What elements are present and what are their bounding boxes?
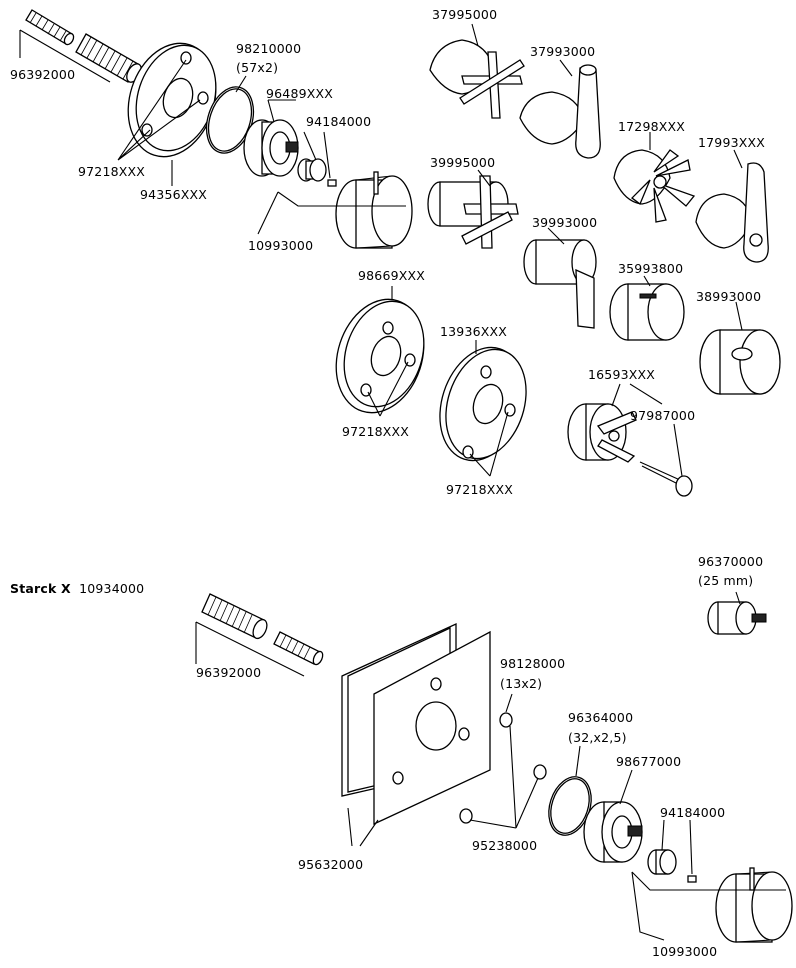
extension-96370000 (707, 591, 767, 635)
label-17298: 17298XXX (618, 119, 685, 134)
label-97218-c: 97218XXX (446, 482, 513, 497)
label-39995000: 39995000 (430, 155, 495, 170)
label-97218-a: 97218XXX (78, 164, 145, 179)
knob-10993000-upper (257, 171, 413, 249)
label-39993000: 39993000 (532, 215, 597, 230)
label-screw-size: (13x2) (500, 676, 542, 691)
label-10993000-upper: 10993000 (248, 238, 313, 253)
label-94184000-lower: 94184000 (660, 805, 725, 820)
label-extension-size: (25 mm) (698, 573, 753, 588)
plugs-95238000 (459, 693, 547, 829)
label-98210000: 98210000 (236, 41, 301, 56)
handle-39995000 (427, 169, 519, 249)
label-37993000: 37993000 (530, 44, 595, 59)
label-95632000: 95632000 (298, 857, 363, 872)
starck-x-name: Starck X (10, 581, 71, 596)
starck-x-number: 10934000 (79, 581, 144, 596)
label-96364000: 96364000 (568, 710, 633, 725)
cartridge-96489 (243, 99, 299, 177)
label-98669: 98669XXX (358, 268, 425, 283)
handle-39993000 (523, 227, 597, 329)
label-10993000-lower: 10993000 (652, 944, 717, 959)
label-96489: 96489XXX (266, 86, 333, 101)
label-oring-size-upper: (57x2) (236, 60, 278, 75)
label-35993800: 35993800 (618, 261, 683, 276)
label-97218-b: 97218XXX (342, 424, 409, 439)
knob-38993000 (699, 301, 781, 395)
label-98128000: 98128000 (500, 656, 565, 671)
plate-95632000 (341, 622, 491, 847)
rosette-94356 (117, 42, 217, 186)
label-37995000: 37995000 (432, 7, 497, 22)
label-oring-size-lower: (32,x2,5) (568, 730, 627, 745)
handle-37995000 (429, 23, 525, 119)
label-94184000-upper: 94184000 (306, 114, 371, 129)
starck-x-title: Starck X 10934000 (10, 581, 144, 596)
handle-37993000 (519, 59, 601, 159)
label-97987000: 97987000 (630, 408, 695, 423)
label-96370000: 96370000 (698, 554, 763, 569)
handle-17298 (613, 132, 696, 223)
lower-assembly: Starck X 10934000 96370000 (25 mm) 96392 (10, 554, 793, 959)
label-96392000-upper: 96392000 (10, 67, 75, 82)
rosette-98669 (335, 286, 425, 417)
knob-10993000-lower (631, 867, 793, 943)
label-13936: 13936XXX (440, 324, 507, 339)
screw-94184000-upper (297, 131, 337, 187)
label-16593: 16593XXX (588, 367, 655, 382)
label-94356: 94356XXX (140, 187, 207, 202)
adapter-16593 (567, 383, 693, 497)
label-95238000: 95238000 (472, 838, 537, 853)
screw-94184000-lower (647, 819, 697, 883)
handle-17993 (695, 149, 769, 263)
threaded-sleeve-96392000-lower (195, 593, 324, 677)
cartridge-98677000 (583, 769, 643, 863)
label-96392000-lower: 96392000 (196, 665, 261, 680)
rosette-13936 (439, 340, 527, 477)
label-98677000: 98677000 (616, 754, 681, 769)
label-38993000: 38993000 (696, 289, 761, 304)
knob-35993800 (609, 275, 685, 341)
upper-assembly: 96392000 97218XXX 94356XXX 98210000 (57x… (10, 7, 781, 497)
label-17993: 17993XXX (698, 135, 765, 150)
